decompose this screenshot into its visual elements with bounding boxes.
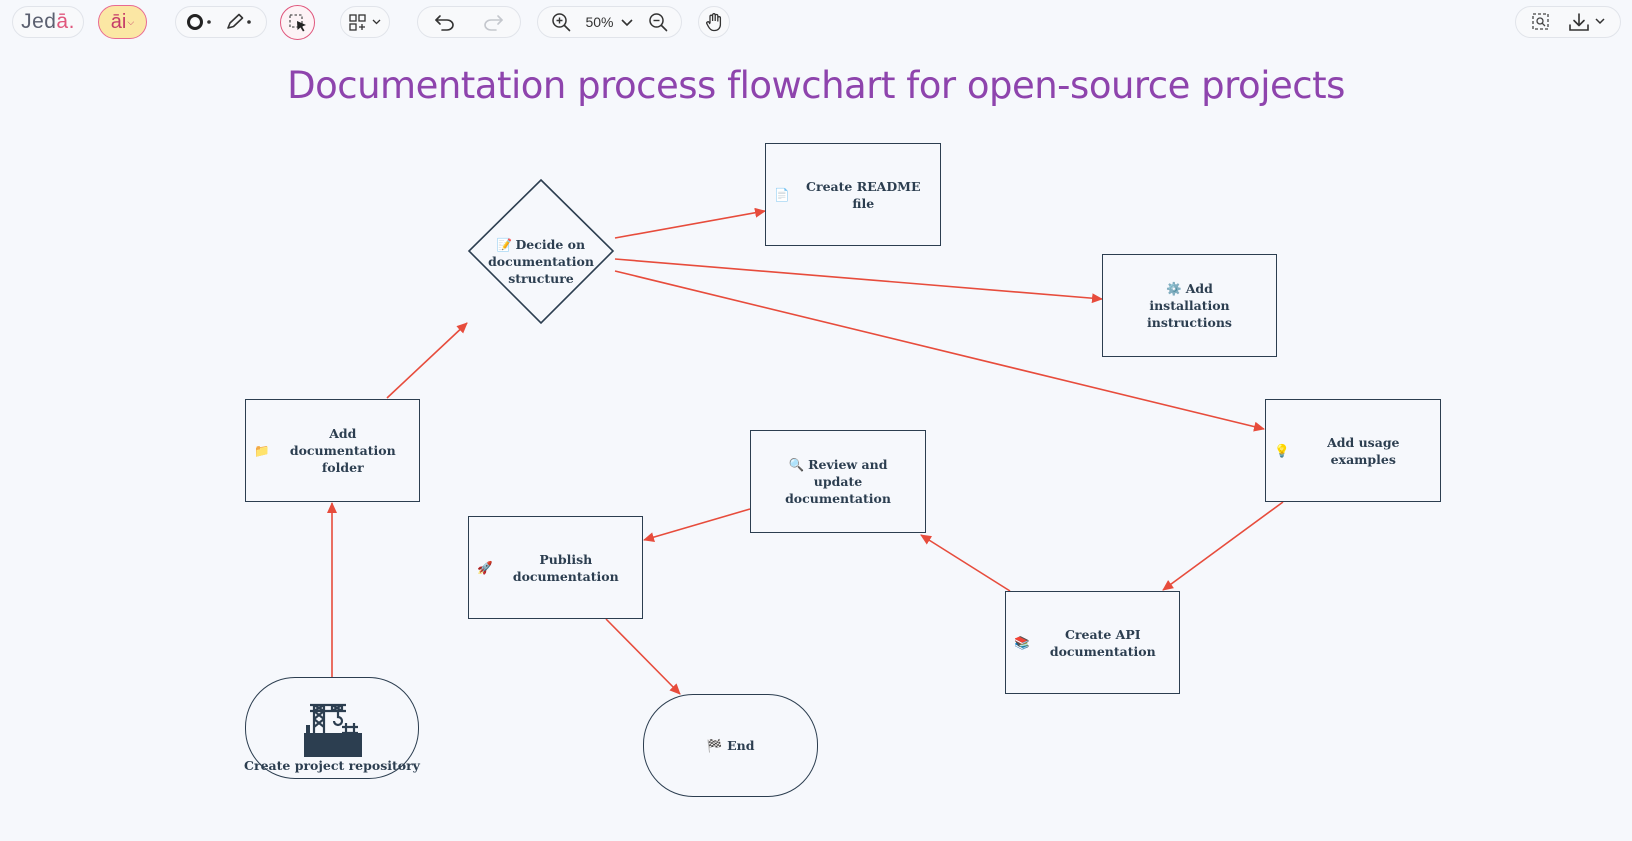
- zoom-in-icon[interactable]: [546, 7, 576, 37]
- edge-folder-to-decide[interactable]: [386, 322, 468, 399]
- node-label: Review and update documentation: [785, 457, 891, 506]
- zoom-level-value: 50%: [585, 14, 614, 30]
- logo-group[interactable]: Jedā.: [12, 6, 84, 38]
- node-add-documentation-folder[interactable]: 📁 Add documentation folder: [245, 399, 420, 502]
- node-end[interactable]: 🏁 End: [643, 694, 818, 797]
- ai-assistant-button[interactable]: āi ⌵: [98, 5, 147, 39]
- pan-tool-button[interactable]: [698, 6, 730, 38]
- node-label: Add installation instructions: [1147, 281, 1232, 330]
- node-review-and-update[interactable]: 🔍Review and update documentation: [750, 430, 926, 533]
- pencil-icon[interactable]: [220, 7, 258, 37]
- node-label: End: [727, 738, 755, 753]
- node-add-usage-examples[interactable]: 💡 Add usage examples: [1265, 399, 1441, 502]
- select-cursor-icon: [288, 13, 306, 31]
- undo-icon[interactable]: [430, 7, 460, 37]
- books-icon: 📚: [1014, 635, 1030, 650]
- folder-icon: 📁: [254, 443, 270, 458]
- node-label: Decide on documentation structure: [488, 237, 594, 286]
- checkered-flag-icon: 🏁: [706, 738, 723, 753]
- edge-decide-to-readme[interactable]: [614, 207, 766, 239]
- ai-label: āi: [110, 10, 127, 33]
- node-decide-structure[interactable]: 📝Decide on documentation structure: [469, 236, 613, 287]
- redo-icon[interactable]: [478, 7, 508, 37]
- screenshot-select-icon[interactable]: [1526, 7, 1556, 37]
- chevron-down-icon: [620, 19, 633, 27]
- node-create-readme[interactable]: 📄 Create README file: [765, 143, 941, 246]
- app-logo: Jedā.: [21, 10, 75, 33]
- gear-icon: ⚙️: [1166, 281, 1182, 296]
- export-group: [1515, 6, 1621, 38]
- construction-crane-icon: [304, 703, 362, 757]
- drawing-tools-group: [175, 6, 267, 38]
- lightbulb-icon: 💡: [1274, 443, 1290, 458]
- shapes-grid-icon: [349, 14, 381, 31]
- node-create-repository[interactable]: Create project repository: [244, 677, 420, 779]
- download-button[interactable]: [1566, 7, 1610, 37]
- magnifier-icon: 🔍: [788, 457, 805, 472]
- document-icon: 📄: [774, 187, 790, 202]
- rocket-icon: 🚀: [477, 560, 493, 575]
- diagram-title[interactable]: Documentation process flowchart for open…: [287, 64, 1345, 107]
- node-publish-documentation[interactable]: 🚀 Publish documentation: [468, 516, 643, 619]
- chevron-down-icon: ⌵: [127, 16, 135, 27]
- insert-shapes-group[interactable]: [340, 6, 390, 38]
- node-label: Create project repository: [244, 758, 420, 773]
- node-label: Create API documentation: [1049, 626, 1156, 659]
- zoom-out-icon[interactable]: [643, 7, 673, 37]
- node-label: Create README file: [806, 178, 921, 211]
- edge-api-to-review[interactable]: [920, 534, 1011, 592]
- node-label: Publish documentation: [512, 551, 619, 584]
- download-icon: [1569, 13, 1605, 31]
- zoom-group: 50%: [537, 6, 682, 38]
- history-group: [417, 6, 521, 38]
- node-create-api-documentation[interactable]: 📚 Create API documentation: [1005, 591, 1180, 694]
- hand-icon: [706, 13, 722, 32]
- node-label: Add usage examples: [1327, 434, 1400, 467]
- node-add-installation-instructions[interactable]: ⚙️Add installation instructions: [1102, 254, 1277, 357]
- edge-publish-to-end[interactable]: [605, 618, 681, 695]
- stroke-color-icon[interactable]: [182, 7, 220, 37]
- edge-review-to-publish[interactable]: [643, 508, 751, 542]
- select-tool-button[interactable]: [280, 5, 315, 40]
- decision-diamond-shape[interactable]: [467, 178, 615, 325]
- edge-decide-to-usage[interactable]: [614, 270, 1265, 432]
- edge-decide-to-install[interactable]: [614, 258, 1103, 304]
- zoom-level-dropdown[interactable]: 50%: [581, 7, 639, 37]
- edge-usage-to-api[interactable]: [1162, 501, 1284, 591]
- node-label: Add documentation folder: [289, 426, 396, 475]
- memo-icon: 📝: [496, 237, 513, 252]
